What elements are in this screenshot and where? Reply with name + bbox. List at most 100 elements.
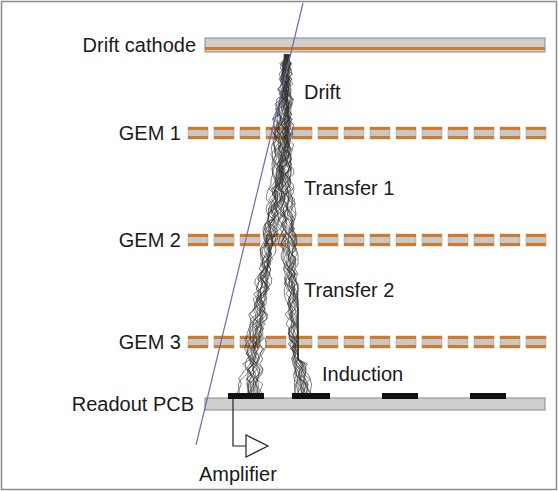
gem-kapton <box>344 234 364 246</box>
gem-copper <box>474 136 494 139</box>
electron-path <box>256 54 291 393</box>
gem-copper <box>344 127 364 130</box>
electron-avalanche <box>237 54 311 393</box>
gem-kapton <box>474 127 494 139</box>
gem-kapton <box>396 336 416 348</box>
gem-copper <box>474 234 494 237</box>
gem-copper <box>500 243 520 246</box>
gem-copper <box>214 345 234 348</box>
gem-copper <box>526 136 546 139</box>
gem-copper <box>344 234 364 237</box>
gem-kapton <box>474 234 494 246</box>
gem-copper <box>266 336 286 339</box>
layer-label: Readout PCB <box>70 393 196 415</box>
readout-pad <box>470 393 506 399</box>
gem-copper <box>240 234 260 237</box>
gem-copper <box>292 127 312 130</box>
gem-copper <box>318 136 338 139</box>
gem-copper <box>474 336 494 339</box>
amplifier-triangle <box>246 435 268 457</box>
gem-copper <box>422 234 442 237</box>
gem-copper <box>448 336 468 339</box>
gem-copper <box>344 136 364 139</box>
gem-copper <box>396 127 416 130</box>
gem-copper <box>188 336 208 339</box>
gem-copper <box>214 234 234 237</box>
electron-path <box>247 54 291 393</box>
gem-kapton <box>448 234 468 246</box>
gem-kapton <box>422 336 442 348</box>
gem-copper <box>526 243 546 246</box>
electron-path <box>275 54 310 393</box>
gem-kapton <box>344 127 364 139</box>
gem-copper <box>370 234 390 237</box>
gem-copper <box>474 345 494 348</box>
gem-copper <box>188 243 208 246</box>
gem-copper <box>214 136 234 139</box>
gem-copper <box>474 243 494 246</box>
gem-copper <box>370 136 390 139</box>
gem-kapton <box>448 127 468 139</box>
gem-kapton <box>500 336 520 348</box>
gem-copper <box>240 136 260 139</box>
gem-copper <box>500 336 520 339</box>
gem-copper <box>396 345 416 348</box>
gem-copper <box>292 136 312 139</box>
gem-copper <box>188 127 208 130</box>
gem-kapton <box>214 336 234 348</box>
drift-cathode-plate <box>205 38 545 52</box>
region-label: Transfer 2 <box>302 279 396 301</box>
gem-kapton <box>500 127 520 139</box>
gem-kapton <box>318 336 338 348</box>
gem-copper <box>422 345 442 348</box>
gem-copper <box>500 127 520 130</box>
gem-kapton <box>214 127 234 139</box>
amplifier-wire <box>233 399 246 446</box>
gem-copper <box>318 127 338 130</box>
gem-copper <box>318 345 338 348</box>
gem-copper <box>214 127 234 130</box>
gem-kapton <box>448 336 468 348</box>
gem-kapton <box>396 127 416 139</box>
gem-copper <box>448 234 468 237</box>
layer-label: GEM 3 <box>117 331 183 353</box>
gem-kapton <box>188 127 208 139</box>
gem-kapton <box>240 127 260 139</box>
gem-kapton <box>188 234 208 246</box>
gem-copper <box>448 345 468 348</box>
gem-copper <box>526 127 546 130</box>
gem-copper <box>266 345 286 348</box>
gem-copper <box>370 127 390 130</box>
gem-kapton <box>214 234 234 246</box>
amplifier-symbol <box>233 399 268 457</box>
gem-kapton <box>526 127 546 139</box>
gem-kapton <box>474 336 494 348</box>
gem-copper <box>448 243 468 246</box>
gem-kapton <box>422 234 442 246</box>
layer-label: Drift cathode <box>81 34 198 56</box>
gem-copper <box>474 127 494 130</box>
gem-copper <box>396 234 416 237</box>
gem-copper <box>214 243 234 246</box>
gem-copper <box>240 127 260 130</box>
gem-copper <box>500 136 520 139</box>
gem-copper <box>526 336 546 339</box>
gem-copper <box>500 345 520 348</box>
gem-kapton <box>370 336 390 348</box>
gem-kapton <box>318 127 338 139</box>
gem-copper <box>344 336 364 339</box>
gem-copper <box>396 243 416 246</box>
gem-copper <box>422 136 442 139</box>
gem-copper <box>448 136 468 139</box>
electron-path <box>238 54 287 393</box>
electron-path <box>276 54 305 393</box>
gem-copper <box>188 345 208 348</box>
particle-track <box>196 3 303 445</box>
gem-copper <box>318 243 338 246</box>
gem-copper <box>240 243 260 246</box>
gem-copper <box>396 336 416 339</box>
gem-copper <box>370 243 390 246</box>
gem-copper <box>370 336 390 339</box>
gem-foils <box>188 127 546 348</box>
electron-path <box>257 54 286 393</box>
